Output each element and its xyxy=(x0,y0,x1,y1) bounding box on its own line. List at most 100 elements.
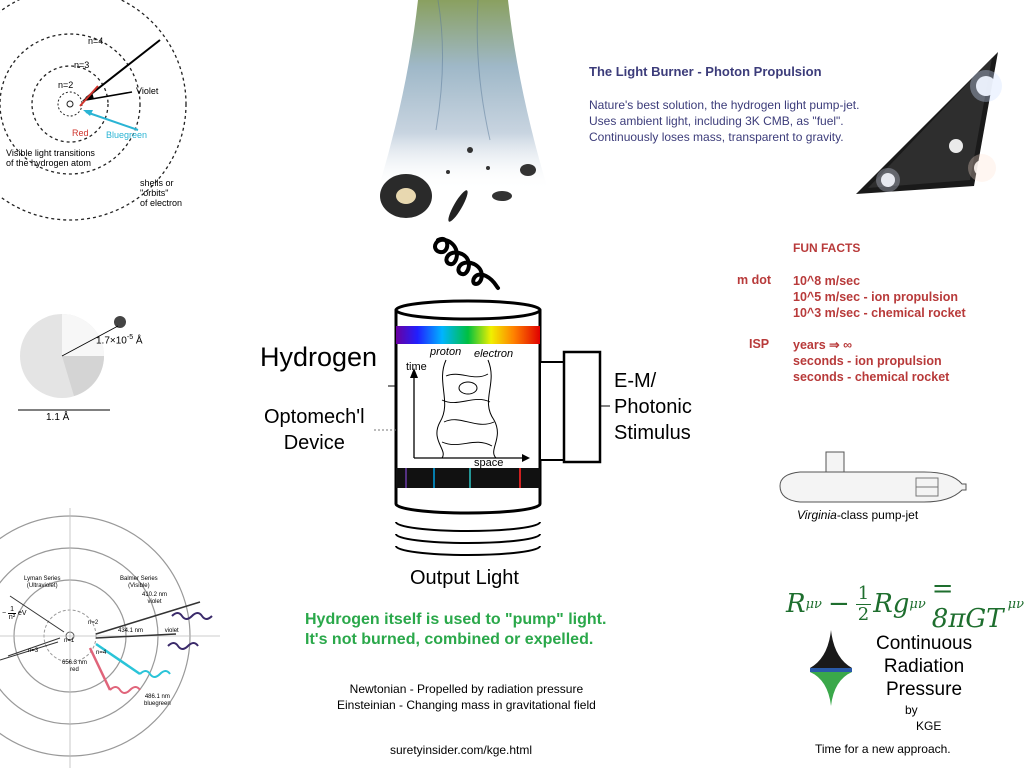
energy-num: 1 xyxy=(8,606,16,614)
crp-line1: Continuous xyxy=(876,633,973,654)
optomechanical-device xyxy=(374,299,610,556)
line-410-wavelength: 410.2 nm xyxy=(142,592,168,598)
stimulus-line1: E-M/ xyxy=(614,370,657,392)
line-656-color: red xyxy=(70,667,79,673)
line-434-color: violet xyxy=(164,628,179,634)
hydrogen-label: Hydrogen xyxy=(260,342,378,372)
eq-sub-2: μν xyxy=(909,596,926,612)
photon-squiggle xyxy=(433,236,500,290)
energy-fraction: 1 n² xyxy=(8,606,16,621)
optomech-line1: Optomech'l xyxy=(264,406,365,428)
isp-values: years ⇒ ∞ seconds - ion propulsion secon… xyxy=(793,337,949,385)
line-486-color: bluegreen xyxy=(144,701,171,707)
bottom-n3: n=3 xyxy=(28,648,39,654)
radiation-pressure-spindle-icon xyxy=(810,630,852,706)
lyman-label-line2: (Ultraviolet) xyxy=(26,583,58,589)
intro-line3: Continuously loses mass, transparent to … xyxy=(589,130,844,144)
nucleus-size-label: 1.7×10-5 Å xyxy=(96,334,143,346)
shells-caption-line3: of electron xyxy=(140,198,183,208)
optomech-label: Optomech'l Device xyxy=(264,404,365,456)
shells-caption: shells or "orbits" of electron xyxy=(140,178,182,208)
eq-R: R xyxy=(786,589,806,619)
line-656-label: 656.3 nm red xyxy=(62,660,87,674)
label-violet: Violet xyxy=(136,86,159,96)
triangular-craft-image xyxy=(856,52,1002,194)
optomech-line2: Device xyxy=(283,432,345,454)
output-light-label: Output Light xyxy=(410,567,519,589)
cosmic-flame-image xyxy=(378,0,548,222)
author-name: KGE xyxy=(916,719,942,733)
crp-line3: Pressure xyxy=(885,679,963,700)
intro-text: Nature's best solution, the hydrogen lig… xyxy=(589,97,859,145)
isp-value3: seconds - chemical rocket xyxy=(793,370,950,384)
atom-caption-line1: Visible light transitions xyxy=(6,148,95,158)
crp-line2: Radiation xyxy=(883,656,965,677)
energy-unit: eV xyxy=(18,610,27,617)
mdot-value2: 10^5 m/sec - ion propulsion xyxy=(793,290,958,304)
key-message-line2: It's not burned, combined or expelled. xyxy=(305,631,594,648)
key-message: Hydrogen itself is used to "pump" light.… xyxy=(305,610,606,650)
mdot-value3: 10^3 m/sec - chemical rocket xyxy=(793,306,966,320)
stimulus-line3: Stimulus xyxy=(614,422,691,444)
shells-caption-line1: shells or xyxy=(140,178,174,188)
intro-line2: Uses ambient light, including 3K CMB, as… xyxy=(589,114,844,128)
key-message-line1: Hydrogen itself is used to "pump" light. xyxy=(305,611,607,628)
label-bluegreen: Bluegreen xyxy=(106,130,148,140)
intro-line1: Nature's best solution, the hydrogen lig… xyxy=(589,98,860,112)
mdot-values: 10^8 m/sec 10^5 m/sec - ion propulsion 1… xyxy=(793,273,966,321)
nucleus-size: 1.7×10 xyxy=(96,335,127,347)
bottom-n2: n=2 xyxy=(88,620,99,626)
source-url[interactable]: suretyinsider.com/kge.html xyxy=(390,743,533,757)
atom-width-label: 1.1 Å xyxy=(46,412,70,423)
line-410-color: violet xyxy=(147,599,162,605)
line-656-wavelength: 656.3 nm xyxy=(62,660,88,666)
eq-fraction-den: 2 xyxy=(857,603,870,625)
newtonian-note: Newtonian - Propelled by radiation press… xyxy=(349,682,584,696)
label-n3: n=3 xyxy=(74,60,90,70)
lyman-label: Lyman Series (Ultraviolet) xyxy=(24,576,60,590)
tagline: Time for a new approach. xyxy=(815,742,951,756)
electron-label: electron xyxy=(474,348,514,360)
line-410-label: 410.2 nm violet xyxy=(142,592,167,606)
label-n4: n=4 xyxy=(88,36,104,46)
author-by: by xyxy=(905,703,918,717)
eq-minus: − xyxy=(827,589,850,619)
atom-scale-diagram xyxy=(18,314,126,411)
balmer-label-line2: (Visible) xyxy=(128,583,150,589)
eq-fraction: 1 2 xyxy=(855,583,872,625)
bohr-atom-diagram-bottom xyxy=(0,508,220,768)
eq-rhs: = 8πGT xyxy=(931,574,1004,634)
line-434-wavelength: 434.1 nm xyxy=(118,628,144,634)
fun-facts-title: FUN FACTS xyxy=(793,241,861,255)
lyman-label-line1: Lyman Series xyxy=(24,576,61,582)
space-axis-label: space xyxy=(474,457,504,469)
proton-label: proton xyxy=(430,346,462,358)
submarine-class-name: Virginia xyxy=(797,508,837,522)
line-486-wavelength: 486.1 nm xyxy=(144,694,170,700)
submarine-image xyxy=(779,451,967,503)
bottom-n4: n=4 xyxy=(96,650,107,656)
isp-label: ISP xyxy=(749,337,770,351)
mdot-label: m dot xyxy=(737,273,772,287)
stimulus-line2: Photonic xyxy=(614,396,692,418)
crp-label: Continuous Radiation Pressure xyxy=(876,632,972,701)
mdot-value1: 10^8 m/sec xyxy=(793,274,861,288)
label-n2: n=2 xyxy=(58,80,74,90)
energy-minus: − xyxy=(2,610,7,617)
shells-caption-line2: "orbits" xyxy=(140,188,169,198)
energy-den: n² xyxy=(8,614,16,621)
eq-sub-1: μν xyxy=(805,596,822,612)
label-red: Red xyxy=(72,128,89,138)
balmer-label-line1: Balmer Series xyxy=(120,576,158,582)
page-title: The Light Burner - Photon Propulsion xyxy=(589,64,822,79)
time-axis-label: time xyxy=(406,361,427,373)
bottom-n1: n=1 xyxy=(64,638,75,644)
isp-value1: years ⇒ ∞ xyxy=(793,338,853,352)
energy-formula: − 1 n² eV xyxy=(2,606,27,621)
balmer-label: Balmer Series (Visible) xyxy=(120,576,158,590)
eq-Rg: Rg xyxy=(873,589,910,619)
submarine-caption-rest: -class pump-jet xyxy=(836,508,919,522)
physics-notes: Newtonian - Propelled by radiation press… xyxy=(337,681,596,713)
isp-value2: seconds - ion propulsion xyxy=(793,354,942,368)
